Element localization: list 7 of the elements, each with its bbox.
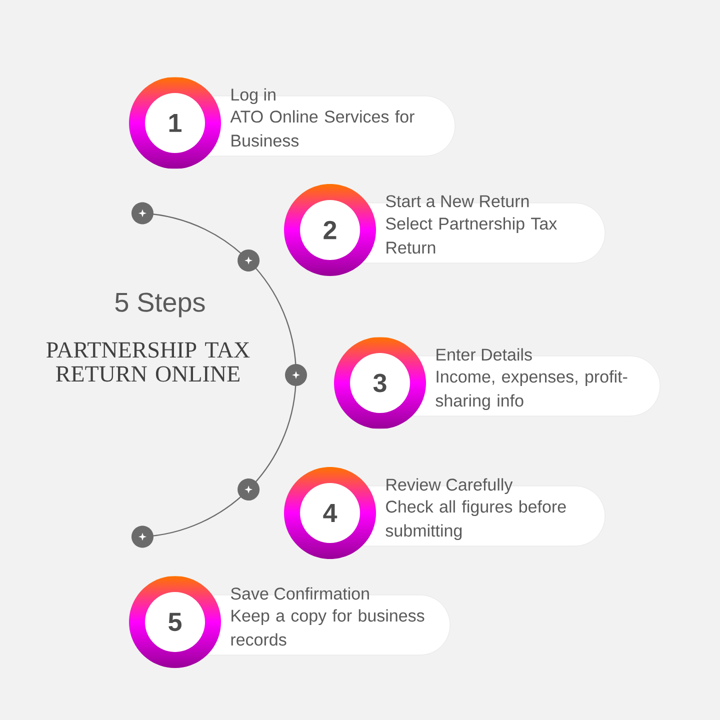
step-card: 5 Save Confirmation Keep a copy for business records [129,576,450,668]
step-card: 2 Start a New Return Select Partnership Tax Return [284,184,606,276]
subtitle: PARTNERSHIP TAX RETURN ONLINE [46,342,250,382]
step-card: 1 Log in ATO Online Services for Business [129,77,456,169]
step-card: 3 Enter Details Income, expenses, profit-sharing info [334,337,660,429]
step-card: 4 Review Carefully Check all figures before submitting [284,467,606,559]
title: 5 Steps [115,292,205,318]
